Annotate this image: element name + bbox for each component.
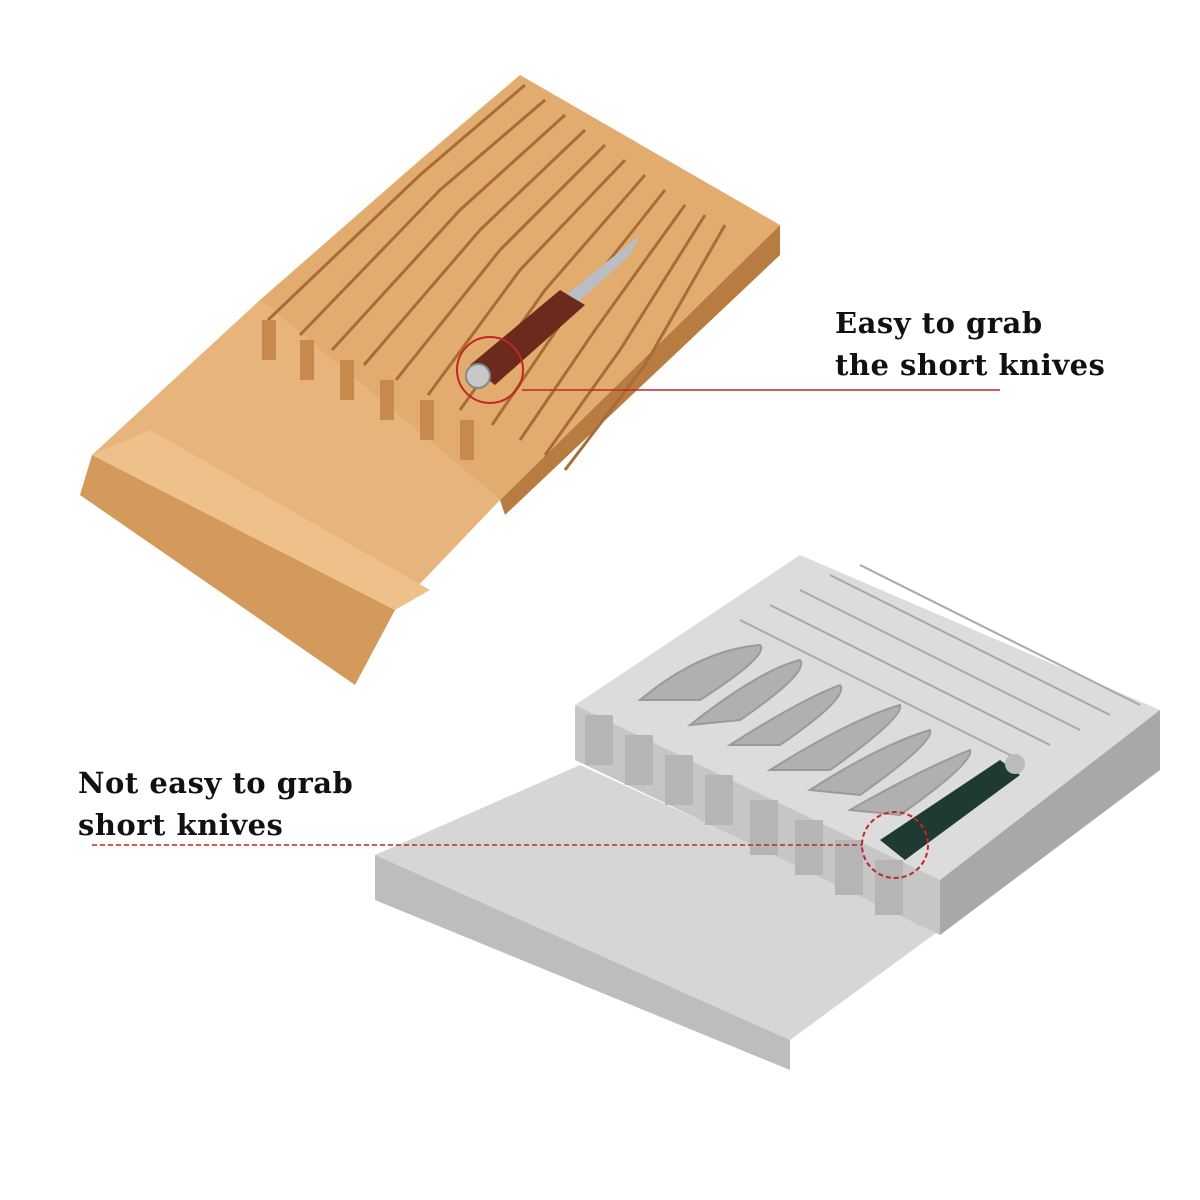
knife-handle	[470, 290, 585, 385]
grey-slot-ends	[585, 715, 903, 915]
grey-tray-front	[375, 855, 790, 1070]
knife-blade	[560, 235, 640, 305]
bad-callout-circle	[861, 811, 929, 879]
grey-slots	[739, 564, 1141, 761]
bamboo-tray-surface	[92, 300, 500, 610]
good-caption-line1: Easy to grab	[835, 306, 1043, 340]
grey-knife-organizer	[375, 555, 1160, 1070]
grey-block-side	[940, 710, 1160, 935]
good-callout-marker	[456, 336, 1000, 404]
grey-knife-cutouts	[637, 643, 972, 817]
bamboo-knife	[465, 235, 640, 389]
bad-caption-line2: short knives	[78, 808, 284, 842]
bad-callout-marker	[92, 811, 929, 879]
bamboo-tray-lip	[92, 430, 430, 610]
bamboo-slot-ends	[262, 320, 474, 460]
good-caption-line2: the short knives	[835, 348, 1106, 382]
bad-caption-line1: Not easy to grab	[78, 766, 354, 800]
good-callout-circle	[456, 336, 524, 404]
knife-handle-green	[880, 760, 1020, 860]
bamboo-knife-organizer	[80, 75, 780, 685]
good-caption: Easy to grab the short knives	[835, 302, 1105, 386]
bamboo-tray-front-face	[80, 455, 395, 685]
grey-tray-surface	[375, 765, 940, 1040]
grey-knife	[880, 754, 1025, 860]
bad-caption: Not easy to grab short knives	[78, 762, 353, 846]
